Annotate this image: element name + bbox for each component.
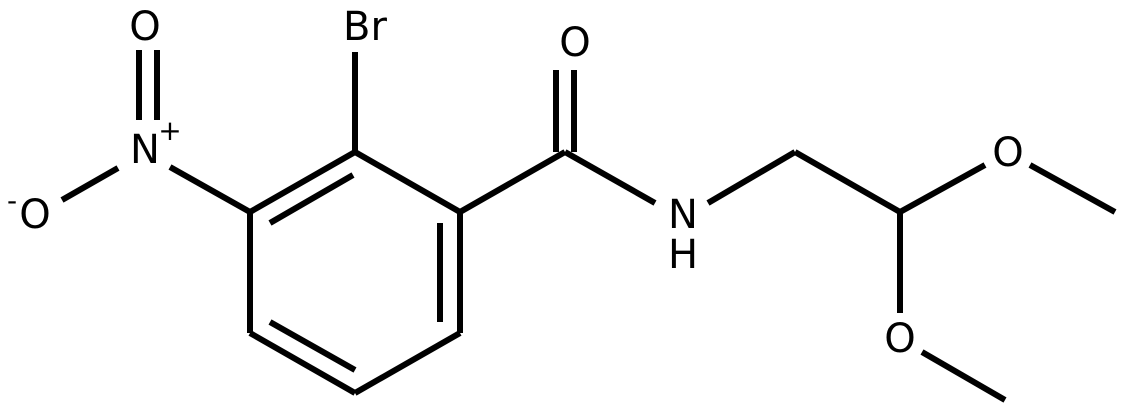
nitro-oxygen-top-label: O [129, 4, 160, 50]
bond-ch2-ch [793, 149, 902, 215]
atom-labels: Br N + O O - O N H O O [7, 4, 1024, 362]
bond-ring-c1-c2-inner [268, 172, 355, 226]
bond-ring-carbonyl [458, 149, 567, 215]
bond-ring-c6-c1 [353, 149, 462, 215]
bond-ring-c3-c4-inner [268, 319, 357, 373]
nitro-oxygen-left-label: O [19, 192, 50, 238]
bond-n-o-left [60, 165, 120, 203]
bond-c-n-nitro [168, 164, 252, 215]
methoxy-oxygen-upper-label: O [992, 130, 1023, 176]
bond-n-ch2 [706, 149, 797, 206]
bond-o-ch3-upper [1028, 162, 1117, 215]
bond-ring-c3-c4 [248, 330, 357, 396]
bonds [60, 50, 1117, 403]
nitro-nitrogen-label: N [130, 127, 160, 173]
methoxy-oxygen-lower-label: O [884, 316, 915, 362]
bond-ring-c1-c2 [248, 149, 357, 215]
bond-o-ch3-lower [920, 349, 1007, 403]
carbonyl-oxygen-label: O [559, 20, 590, 66]
nitro-plus-charge: + [158, 114, 181, 147]
bond-ring-c4-c5 [353, 330, 462, 396]
bond-carbonyl-n [563, 149, 657, 206]
bond-ch-o-upper [898, 162, 987, 215]
amide-nitrogen-label: N [668, 192, 698, 238]
bromine-atom-label: Br [343, 4, 387, 50]
amide-hydrogen-label: H [668, 232, 698, 278]
nitro-minus-charge: - [7, 184, 17, 217]
